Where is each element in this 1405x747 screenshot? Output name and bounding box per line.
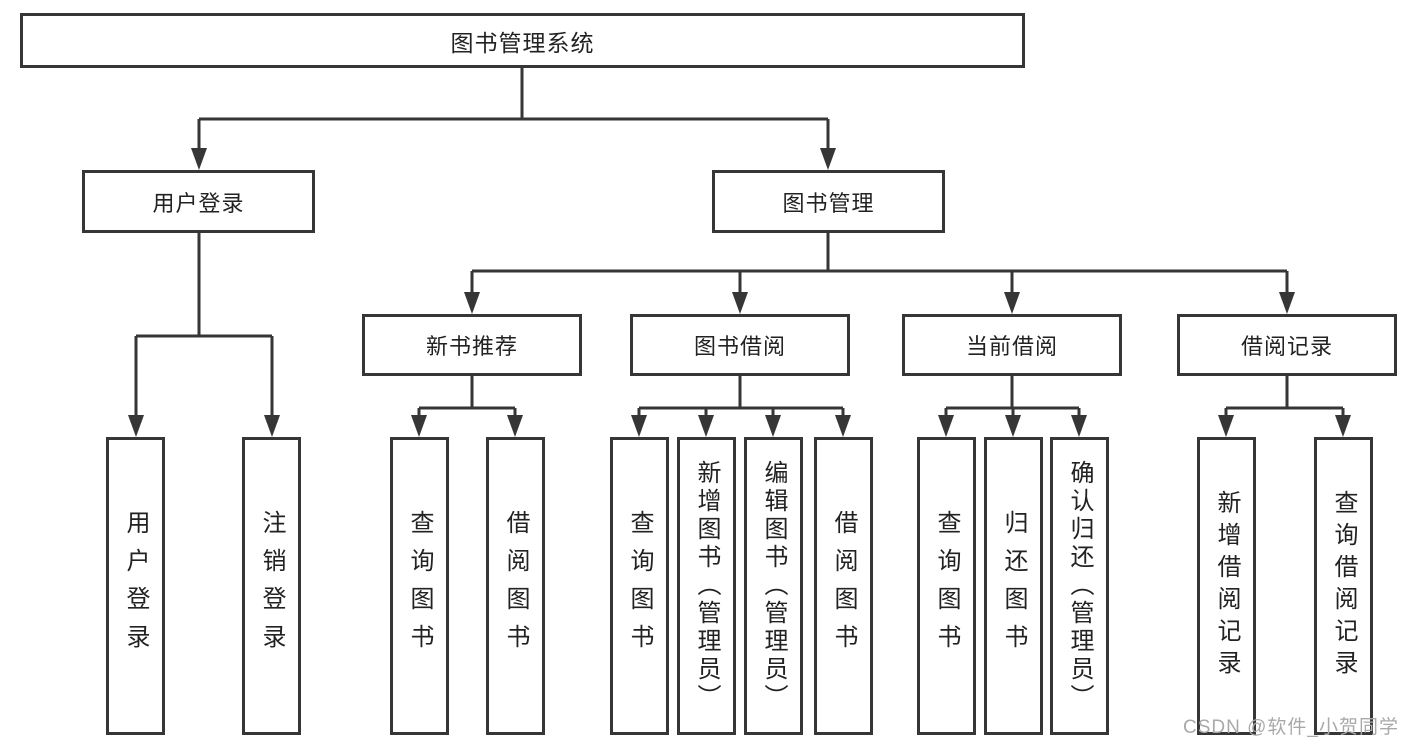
node-leaf-query-books-current: 查询图书: [917, 437, 976, 735]
node-label: 用户登录: [122, 510, 149, 662]
node-label: 图书管理系统: [450, 29, 595, 56]
node-book-management: 图书管理: [712, 170, 945, 233]
node-leaf-edit-book-admin: 编辑图书（管理员）: [744, 437, 803, 735]
node-label: 归还图书: [1000, 510, 1027, 662]
node-label: 图书借阅: [693, 334, 786, 359]
node-leaf-query-books-recommend: 查询图书: [390, 437, 449, 735]
node-leaf-borrow-books: 借阅图书: [814, 437, 873, 735]
node-label: 新增借阅记录: [1213, 490, 1240, 682]
node-new-book-recommend: 新书推荐: [362, 314, 582, 376]
node-label: 用户登录: [152, 190, 245, 216]
node-label: 图书管理: [782, 190, 875, 216]
node-label: 新增图书（管理员）: [693, 460, 720, 712]
node-book-borrowing: 图书借阅: [630, 314, 850, 376]
node-label: 查询借阅记录: [1330, 490, 1357, 682]
node-label: 查询图书: [933, 510, 960, 662]
node-label: 借阅记录: [1240, 334, 1333, 359]
node-current-borrowing: 当前借阅: [902, 314, 1122, 376]
node-label: 借阅图书: [502, 510, 529, 662]
node-user-login: 用户登录: [82, 170, 315, 233]
csdn-watermark: CSDN @软件_小贺同学: [1183, 717, 1399, 738]
node-leaf-user-login: 用户登录: [106, 437, 165, 735]
node-leaf-add-book-admin: 新增图书（管理员）: [677, 437, 736, 735]
node-leaf-query-books-borrow: 查询图书: [610, 437, 669, 735]
node-root: 图书管理系统: [20, 13, 1025, 68]
node-label: 当前借阅: [965, 334, 1058, 359]
node-label: 借阅图书: [830, 510, 857, 662]
node-label: 编辑图书（管理员）: [760, 460, 787, 712]
node-leaf-return-book: 归还图书: [984, 437, 1043, 735]
node-leaf-query-borrow-record: 查询借阅记录: [1314, 437, 1373, 735]
node-label: 确认归还（管理员）: [1066, 460, 1093, 712]
node-leaf-borrow-books-recommend: 借阅图书: [486, 437, 545, 735]
node-leaf-confirm-return-admin: 确认归还（管理员）: [1050, 437, 1109, 735]
node-leaf-logout: 注销登录: [242, 437, 301, 735]
node-label: 查询图书: [626, 510, 653, 662]
node-label: 注销登录: [258, 510, 285, 662]
node-label: 查询图书: [406, 510, 433, 662]
node-borrowing-records: 借阅记录: [1177, 314, 1397, 376]
node-leaf-add-borrow-record: 新增借阅记录: [1197, 437, 1256, 735]
node-label: 新书推荐: [425, 334, 518, 359]
